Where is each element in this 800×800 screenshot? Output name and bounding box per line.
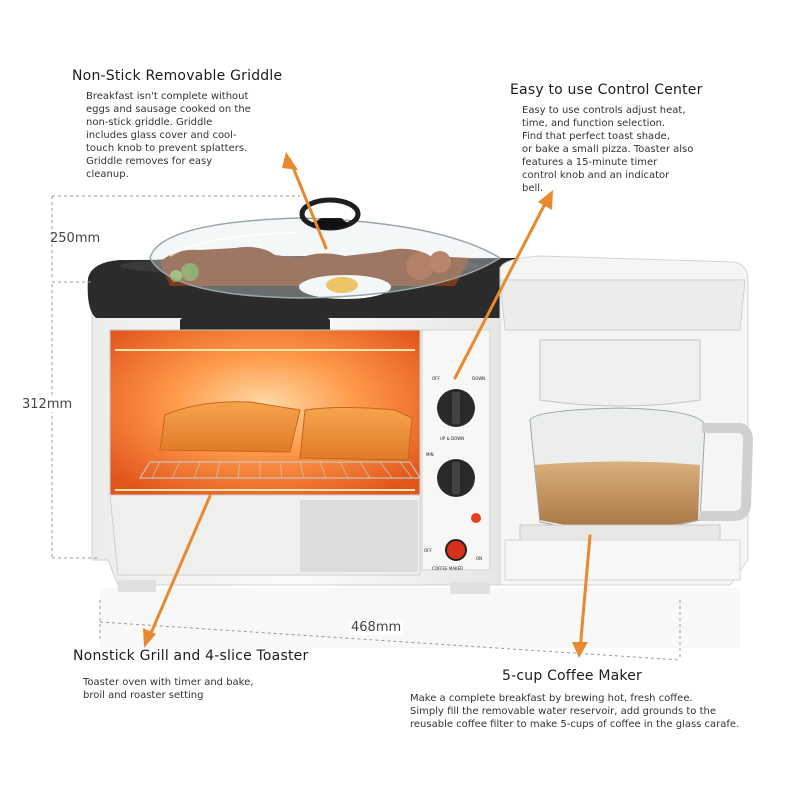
svg-text:DOWN: DOWN (472, 376, 485, 381)
svg-text:ON: ON (476, 556, 482, 561)
indicator-light (471, 513, 481, 523)
arrow-toaster (146, 494, 212, 642)
feature-coffee-title: 5-cup Coffee Maker (502, 668, 642, 684)
dimension-height-main: 312mm (22, 397, 73, 412)
feature-control-title: Easy to use Control Center (510, 82, 703, 98)
feature-coffee-maker: 5-cup Coffee Maker Make a complete break… (410, 668, 795, 731)
svg-text:COFFEE MAKER: COFFEE MAKER (432, 566, 463, 571)
arrow-control (453, 196, 550, 380)
svg-text:OFF: OFF (432, 376, 440, 381)
feature-griddle-desc: Breakfast isn't complete without eggs an… (86, 91, 251, 180)
dimension-width: 468mm (349, 620, 404, 635)
svg-text:OFF: OFF (424, 548, 432, 553)
svg-text:MIN: MIN (426, 452, 434, 457)
svg-text:UP & DOWN: UP & DOWN (440, 436, 464, 441)
glass-lid (149, 217, 502, 299)
control-panel (421, 329, 491, 571)
feature-control-center: Easy to use Control Center Easy to use c… (510, 82, 750, 195)
feature-toaster-desc: Toaster oven with timer and bake, broil … (83, 677, 254, 701)
feature-griddle: Non-Stick Removable Griddle Breakfast is… (72, 68, 312, 181)
feature-control-desc: Easy to use controls adjust heat, time, … (522, 105, 694, 194)
feature-coffee-desc: Make a complete breakfast by brewing hot… (410, 693, 740, 730)
coffee-switch (445, 539, 467, 561)
dimension-height-top: 250mm (50, 231, 101, 246)
feature-toaster: Nonstick Grill and 4-slice Toaster Toast… (73, 648, 353, 702)
arrow-coffee (578, 534, 592, 652)
feature-toaster-title: Nonstick Grill and 4-slice Toaster (73, 648, 309, 664)
feature-griddle-title: Non-Stick Removable Griddle (72, 68, 283, 84)
arrow-griddle (288, 158, 328, 250)
